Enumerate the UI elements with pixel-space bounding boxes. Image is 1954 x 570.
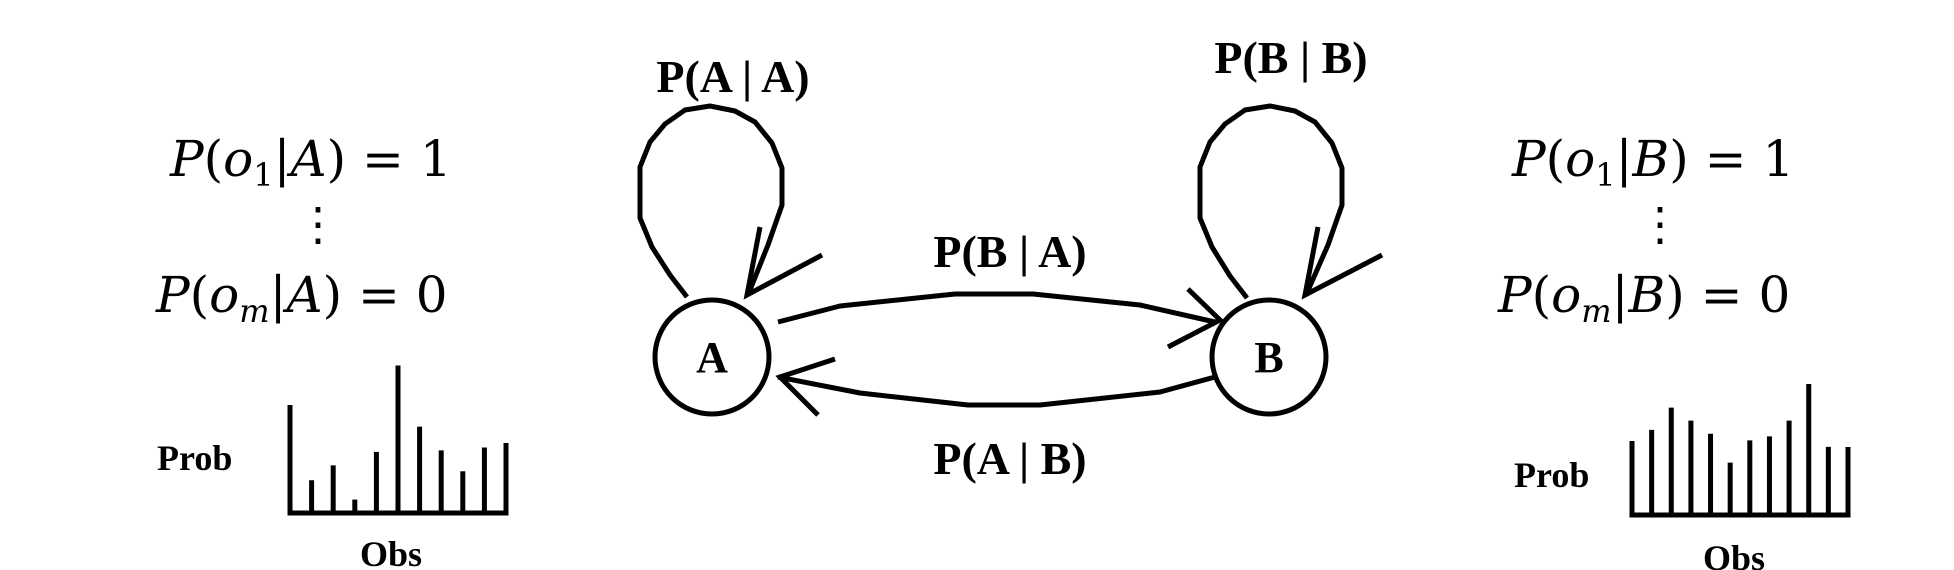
transition-a-to-b-arrowhead: [1166, 287, 1225, 350]
transition-b-to-a-arrowhead: [775, 356, 836, 417]
self-loop-b-arrowhead: [1301, 226, 1384, 300]
emission-b-last-formula: P(om|B) = 0: [1497, 266, 1790, 330]
transition-a-to-b-label: P(B | A): [933, 226, 1086, 277]
state-node-a: [652, 297, 772, 417]
emission-a-last-formula: P(om|A) = 0: [155, 266, 448, 330]
emission-b-first-formula: P(o1|B) = 1: [1511, 130, 1794, 194]
histogram-b: [1629, 384, 1851, 518]
self-loop-a-arrowhead: [743, 226, 824, 300]
transition-b-to-a-label: P(A | B): [933, 433, 1086, 484]
self-loop-b-label: P(B | B): [1214, 32, 1367, 83]
histogram-a-xlabel: Obs: [360, 534, 422, 570]
histogram-a-ylabel: Prob: [157, 438, 232, 478]
self-loop-a-label: P(A | A): [656, 51, 809, 102]
histogram-a: [287, 365, 509, 516]
state-a-label: A: [696, 333, 728, 382]
histogram-b-axes: [1629, 441, 1851, 518]
histogram-b-ylabel: Prob: [1514, 455, 1589, 495]
emission-b-ellipsis: ⋮: [1637, 197, 1683, 251]
state-b-label: B: [1254, 333, 1283, 382]
self-loop-a-edge: [637, 103, 785, 299]
transition-a-to-b-edge: [777, 291, 1216, 325]
histogram-b-xlabel: Obs: [1703, 538, 1765, 570]
emission-a-first-formula: P(o1|A) = 1: [169, 130, 452, 194]
self-loop-b-edge: [1197, 103, 1345, 300]
state-node-b: [1209, 297, 1329, 417]
transition-b-to-a-edge: [777, 374, 1216, 408]
emission-a-ellipsis: ⋮: [295, 197, 341, 251]
